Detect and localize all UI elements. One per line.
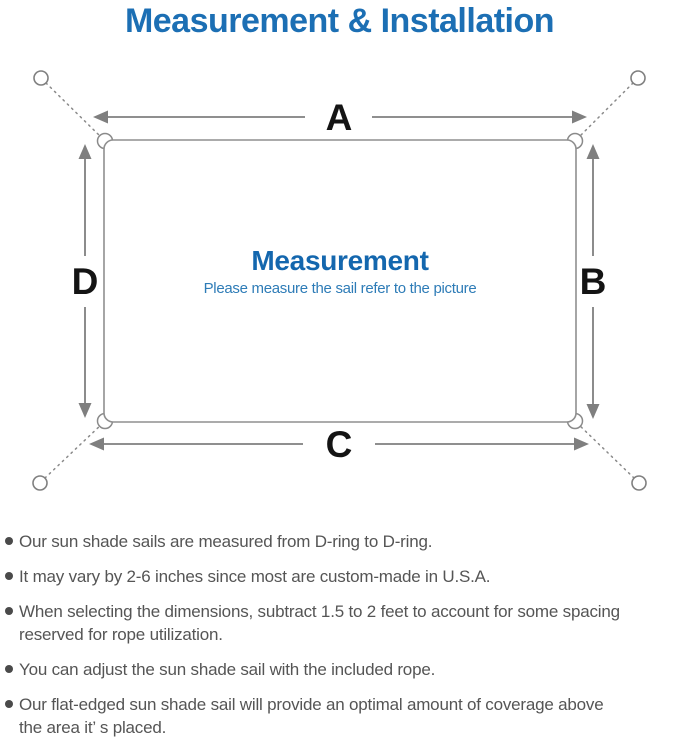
- note-text: Our sun shade sails are measured from D-…: [19, 532, 433, 551]
- list-item: Our sun shade sails are measured from D-…: [0, 530, 679, 553]
- dimension-arrowheads: [78, 110, 600, 451]
- bullet-icon: [5, 572, 13, 580]
- note-text: When selecting the dimensions, subtract …: [19, 602, 620, 644]
- diagram-center-subtitle: Please measure the sail refer to the pic…: [204, 280, 477, 297]
- tether-dashed-lines: [44, 82, 635, 479]
- note-text: Our flat-edged sun shade sail will provi…: [19, 695, 604, 737]
- bullet-icon: [5, 607, 13, 615]
- sail-rectangle: [103, 139, 577, 423]
- bullet-icon: [5, 665, 13, 673]
- dimension-label-c: C: [326, 424, 353, 465]
- measurement-diagram: A B C D Measurement Please measure the s…: [32, 70, 647, 491]
- bullet-icon: [5, 700, 13, 708]
- list-item: Our flat-edged sun shade sail will provi…: [0, 693, 679, 739]
- dimension-label-a: A: [326, 97, 353, 138]
- diagram-center-title: Measurement: [251, 245, 428, 276]
- list-item: When selecting the dimensions, subtract …: [0, 600, 679, 646]
- dimension-label-d: D: [72, 261, 99, 302]
- notes-list: Our sun shade sails are measured from D-…: [0, 530, 679, 739]
- list-item: You can adjust the sun shade sail with t…: [0, 658, 679, 681]
- anchor-ring-icons: [32, 70, 647, 491]
- bullet-icon: [5, 537, 13, 545]
- page-title: Measurement & Installation: [124, 2, 555, 40]
- list-item: It may vary by 2-6 inches since most are…: [0, 565, 679, 588]
- note-text: You can adjust the sun shade sail with t…: [19, 660, 436, 679]
- dimension-arrow-lines: [84, 116, 594, 445]
- dimension-label-b: B: [580, 261, 607, 302]
- note-text: It may vary by 2-6 inches since most are…: [19, 567, 491, 586]
